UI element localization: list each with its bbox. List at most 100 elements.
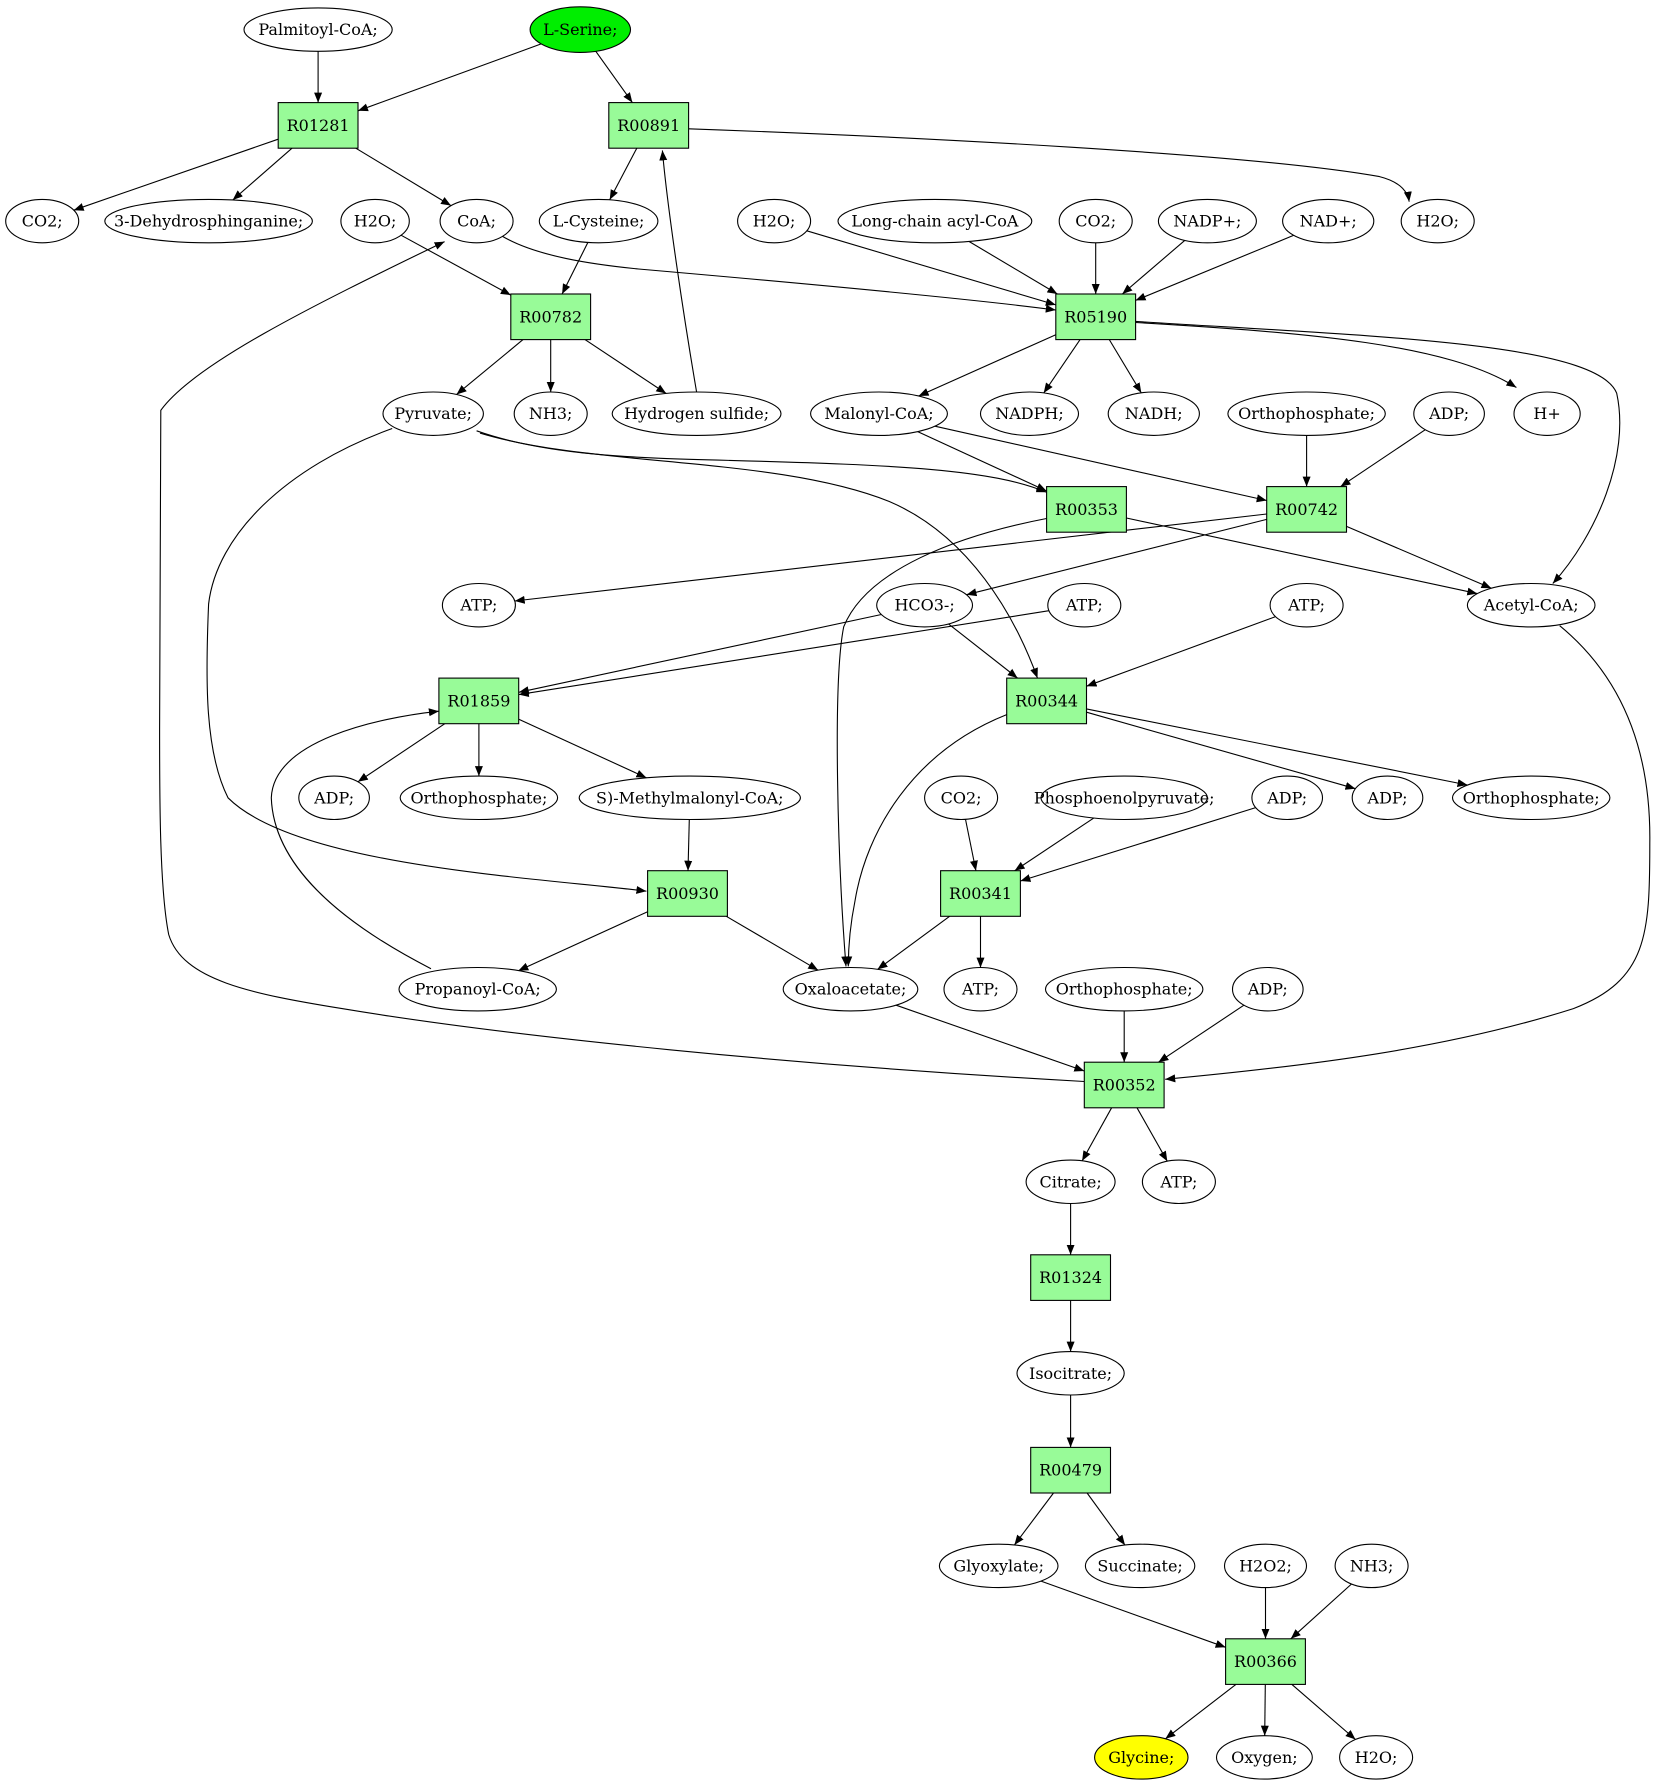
compound-ellipse <box>1269 582 1344 628</box>
edge-R00782-to-pyruvate <box>456 339 524 395</box>
reaction-box <box>1055 293 1137 341</box>
node-label: CO2; <box>1075 212 1116 231</box>
edge-R00742-to-hco3 <box>966 518 1267 597</box>
node-label: R00352 <box>1093 1076 1156 1095</box>
compound-node-adpd: ADP; <box>1351 775 1424 821</box>
reaction-node-R01281: R01281 <box>277 102 359 149</box>
compound-ellipse <box>1227 391 1386 436</box>
node-label: ATP; <box>1287 596 1325 615</box>
compound-node-isocitrate: Isocitrate; <box>1016 1351 1125 1396</box>
compound-ellipse <box>398 966 557 1012</box>
compound-ellipse <box>104 198 313 244</box>
node-label: Hydrogen sulfide; <box>624 404 769 423</box>
compound-node-acetyl: Acetyl-CoA; <box>1466 582 1596 628</box>
node-label: ADP; <box>1428 404 1469 423</box>
edge-R00344-to-adpd <box>1086 711 1356 790</box>
reaction-node-R00891: R00891 <box>608 102 690 149</box>
compound-ellipse <box>1107 391 1200 436</box>
edge-R00366-to-h2od <box>1291 1683 1356 1740</box>
edge-atpb-to-R01859 <box>518 610 1050 697</box>
node-label: ADP; <box>313 788 354 807</box>
reaction-node-R00479: R00479 <box>1030 1446 1112 1494</box>
node-label: R01324 <box>1039 1268 1102 1287</box>
compound-node-palmitoyl: Palmitoyl-CoA; <box>243 7 393 52</box>
compound-ellipse <box>399 775 559 821</box>
edge-atpc-to-R00344 <box>1086 616 1276 687</box>
compound-ellipse <box>1282 198 1375 244</box>
node-label: CoA; <box>457 212 496 231</box>
edge-R00930-to-oxalo <box>726 915 819 971</box>
compound-ellipse <box>5 198 80 244</box>
compound-ellipse <box>1251 775 1324 821</box>
edge-glyoxylate-to-R00366 <box>1040 1580 1226 1648</box>
node-label: Orthophosphate; <box>1056 980 1193 999</box>
compound-ellipse <box>1339 1735 1414 1780</box>
edge-R00353-to-acetyl <box>1126 517 1478 596</box>
compound-node-adpb: ADP; <box>298 775 370 821</box>
edge-R01281-to-dehydro <box>232 147 293 201</box>
node-label: Oxaloacetate; <box>795 980 907 999</box>
reaction-box <box>940 870 1021 917</box>
edge-R01281-to-coa <box>355 147 452 207</box>
reaction-node-R01324: R01324 <box>1030 1254 1112 1301</box>
node-label: R00344 <box>1015 691 1078 710</box>
reaction-node-R00341: R00341 <box>940 870 1021 917</box>
edge-oxalo-to-R00352 <box>895 1004 1085 1072</box>
compound-ellipse <box>1223 1543 1308 1589</box>
compound-ellipse <box>979 391 1080 436</box>
compound-node-phosa: Orthophosphate; <box>1227 391 1386 436</box>
compound-ellipse <box>1047 582 1122 628</box>
node-label: Oxygen; <box>1231 1748 1298 1767</box>
compound-node-phosb: Orthophosphate; <box>399 775 559 821</box>
compound-node-hplus: H+ <box>1513 391 1581 436</box>
compound-ellipse <box>441 582 516 628</box>
compound-node-succinate: Succinate; <box>1084 1543 1196 1589</box>
node-label: R00366 <box>1234 1652 1297 1671</box>
node-label: R01859 <box>447 691 510 710</box>
edge-h2oa-to-R00782 <box>400 234 512 296</box>
compound-ellipse <box>924 775 999 821</box>
compound-ellipse <box>513 391 588 436</box>
edge-pyruvate-to-R00353 <box>476 430 1047 493</box>
node-label: ATP; <box>1159 1172 1197 1191</box>
compound-node-atpe: ATP; <box>1141 1159 1216 1205</box>
compound-ellipse <box>538 198 659 244</box>
compound-ellipse <box>1513 391 1581 436</box>
compound-node-h2oc: H2O; <box>1400 198 1475 244</box>
node-label: H2O; <box>1355 1748 1398 1767</box>
edge-R00353-to-oxalo <box>836 517 1047 967</box>
compound-node-h2ob: H2O; <box>737 198 812 244</box>
node-label: R00782 <box>519 307 582 326</box>
node-label: NH3; <box>529 404 573 423</box>
node-label: Pyruvate; <box>394 404 472 423</box>
edge-R00352-to-atpe <box>1136 1107 1168 1162</box>
edge-h2s-to-R00891 <box>659 150 698 393</box>
reaction-box <box>1030 1446 1112 1494</box>
edge-malonyl-to-R00742 <box>934 425 1267 503</box>
node-label: ATP; <box>459 596 497 615</box>
compound-node-nadph: NADPH; <box>979 391 1080 436</box>
edge-adpa-to-R00742 <box>1340 429 1426 488</box>
compound-node-lserine: L-Serine; <box>529 6 632 53</box>
compound-node-oxygen: Oxygen; <box>1215 1735 1313 1780</box>
node-label: S)-Methylmalonyl-CoA; <box>596 788 784 807</box>
edge-lserine-to-R00891 <box>595 50 633 103</box>
compound-ellipse <box>837 198 1033 244</box>
compound-ellipse <box>1016 1351 1125 1396</box>
compound-ellipse <box>439 198 514 244</box>
node-label: NADPH; <box>995 404 1064 423</box>
compound-ellipse <box>1157 198 1257 244</box>
edge-R01859-to-adpb <box>357 723 446 783</box>
edge-pep-to-R00341 <box>1014 817 1095 872</box>
compound-ellipse <box>810 391 948 436</box>
node-label: Orthophosphate; <box>1238 404 1375 423</box>
compound-node-dehydro: 3-Dehydrosphinganine; <box>104 198 313 244</box>
node-label: Orthophosphate; <box>1463 788 1600 807</box>
compound-node-lcys: L-Cysteine; <box>538 198 659 244</box>
compound-ellipse <box>1466 582 1596 628</box>
reaction-node-R05190: R05190 <box>1055 293 1137 341</box>
compound-node-co2c: CO2; <box>924 775 999 821</box>
node-label: ADP; <box>1266 788 1307 807</box>
node-label: R01281 <box>287 116 350 135</box>
